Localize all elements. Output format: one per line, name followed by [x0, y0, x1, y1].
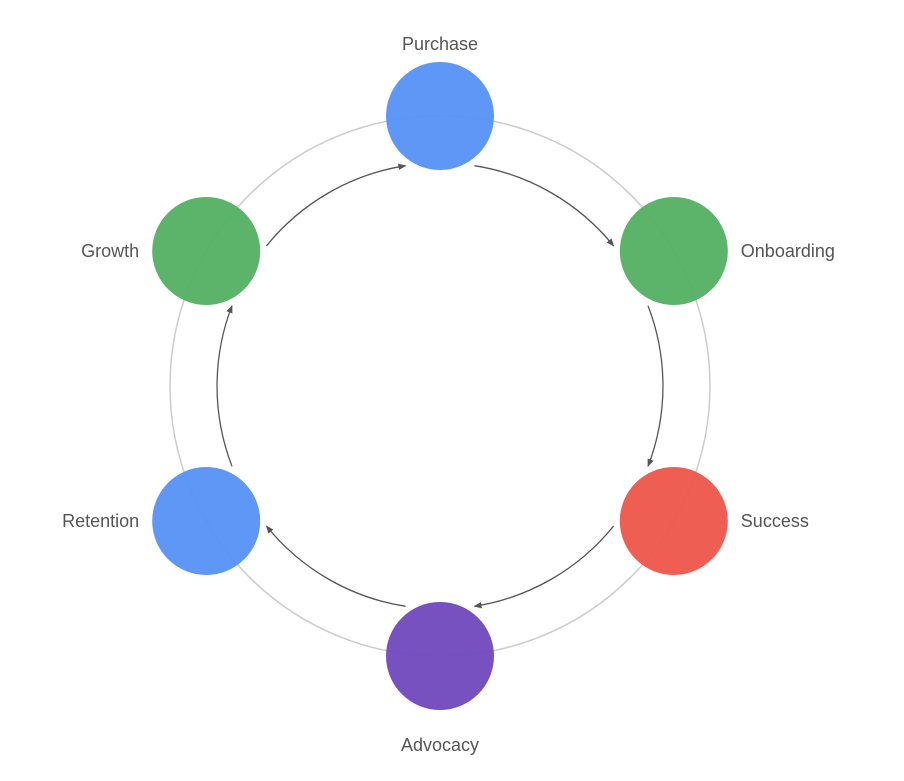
label-growth: Growth [81, 241, 139, 261]
outer-ring [169, 115, 711, 657]
node-onboarding[interactable] [619, 197, 728, 305]
arrow-growth-to-purchase [265, 163, 407, 247]
label-onboarding: Onboarding [741, 241, 835, 261]
label-success: Success [741, 511, 809, 531]
arrow-purchase-to-onboarding [474, 165, 615, 247]
arrow-onboarding-to-success [647, 305, 664, 468]
node-advocacy[interactable] [386, 602, 494, 710]
nodes-layer [152, 62, 728, 710]
edges-layer [216, 163, 664, 609]
node-retention[interactable] [152, 467, 261, 575]
node-growth[interactable] [152, 197, 261, 305]
arrow-retention-to-growth [216, 304, 233, 467]
arrow-advocacy-to-retention [265, 525, 406, 607]
node-success[interactable] [619, 467, 728, 575]
arrow-success-to-advocacy [473, 525, 615, 609]
node-purchase[interactable] [386, 62, 494, 170]
label-purchase: Purchase [402, 34, 478, 54]
label-retention: Retention [62, 511, 139, 531]
label-advocacy: Advocacy [401, 735, 479, 755]
